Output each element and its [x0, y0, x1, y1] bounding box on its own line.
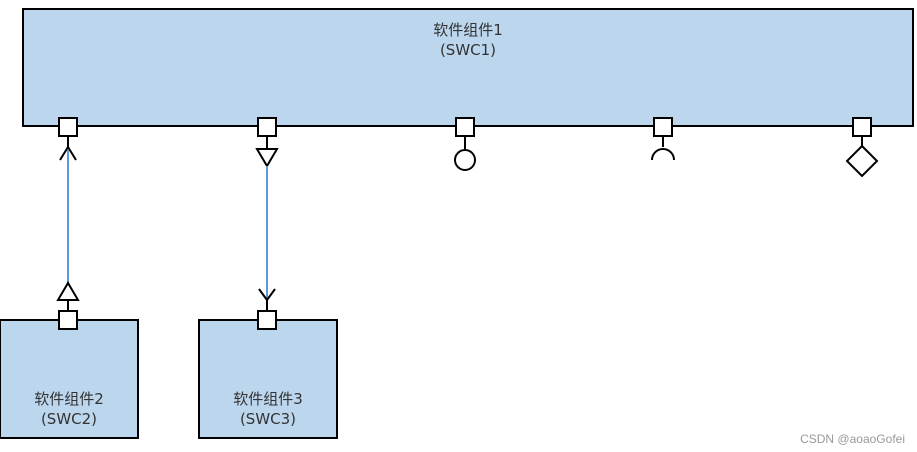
required-socket-icon	[651, 148, 675, 161]
swc3-name: 软件组件3	[233, 390, 303, 408]
provided-circle-icon	[454, 149, 476, 171]
diamond-icon	[845, 144, 879, 178]
swc3-id: (SWC3)	[240, 410, 296, 428]
swc1-name: 软件组件1	[433, 21, 503, 39]
swc2-port	[56, 281, 80, 330]
swc1-id: (SWC1)	[440, 41, 496, 59]
swc3-box	[198, 319, 338, 439]
swc1-box	[22, 8, 914, 127]
swc1-port-1	[58, 117, 78, 161]
swc2-name: 软件组件2	[34, 390, 104, 408]
up-triangle-icon	[56, 281, 80, 301]
swc1-port-3	[454, 117, 476, 171]
down-triangle-icon	[255, 148, 279, 168]
receiver-caret-icon	[258, 288, 276, 302]
swc3-port	[257, 288, 277, 330]
swc1-port-2	[255, 117, 279, 168]
swc2-id: (SWC2)	[41, 410, 97, 428]
swc1-port-5	[845, 117, 879, 178]
watermark: CSDN @aoaoGofei	[800, 432, 905, 446]
swc1-port-4	[651, 117, 675, 161]
